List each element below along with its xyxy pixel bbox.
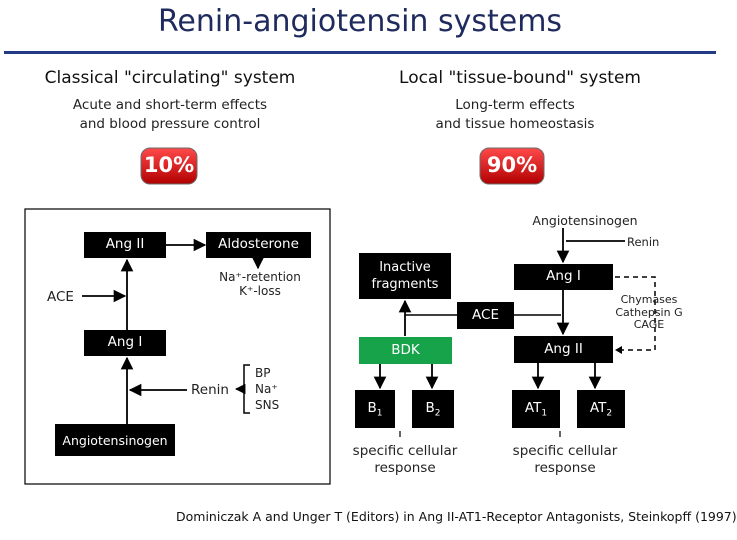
title-divider xyxy=(4,51,716,54)
bp-bracket xyxy=(243,364,250,414)
at2-sub: 2 xyxy=(606,408,613,419)
ace-box-right xyxy=(457,302,514,329)
ang2-box-left xyxy=(84,232,166,258)
classical-effects-line2: and blood pressure control xyxy=(79,116,261,132)
inactive-line1: Inactive xyxy=(379,260,431,275)
cathepsin-label: Cathepsin G xyxy=(615,305,683,319)
local-effects: Long-term effects and tissue homeostasis xyxy=(385,96,645,134)
classical-percent: 10% xyxy=(143,153,195,177)
b2-base: B xyxy=(425,400,435,416)
b1-base: B xyxy=(367,400,377,416)
bp-na-sns: BP Na⁺ SNS xyxy=(255,365,279,413)
bdk-box xyxy=(359,337,452,364)
response-left-line2: response xyxy=(374,460,436,476)
ang1-box-left xyxy=(84,330,166,356)
ang2-box-right xyxy=(514,336,613,363)
bp-label: BP xyxy=(255,366,271,380)
response-left-line1: specific cellular xyxy=(352,443,458,459)
ace-label-left: ACE xyxy=(47,289,74,305)
inactive-fragments-box xyxy=(359,253,451,299)
response-right-line2: response xyxy=(534,460,596,476)
at1-label: AT1 xyxy=(512,400,560,423)
inactive-line2: fragments xyxy=(371,277,439,292)
page-title: Renin-angiotensin systems xyxy=(157,4,563,39)
diagram-canvas xyxy=(24,147,656,485)
b1-label: B1 xyxy=(355,400,395,423)
at2-label: AT2 xyxy=(577,400,625,423)
ang1-box-right xyxy=(514,264,613,290)
at1-sub: 1 xyxy=(541,408,548,419)
local-effects-line1: Long-term effects xyxy=(455,97,575,113)
ang2-label-left: Ang II xyxy=(105,236,145,252)
aldosterone-label: Aldosterone xyxy=(218,236,299,252)
chymase-arrowhead xyxy=(615,346,622,354)
angiotensinogen-label-right: Angiotensinogen xyxy=(532,213,638,228)
at2-base: AT xyxy=(589,400,607,416)
response-right: specific cellular response xyxy=(495,443,635,477)
b1-box xyxy=(355,390,395,428)
cage-label: CAGE xyxy=(633,318,665,331)
na-label: Na⁺ xyxy=(255,382,278,396)
angiotensinogen-label-left: Angiotensinogen xyxy=(62,433,168,448)
chymase-dashed-path xyxy=(615,276,656,351)
b2-sub: 2 xyxy=(434,408,441,419)
k-loss-label: K⁺-loss xyxy=(239,284,281,298)
sns-label: SNS xyxy=(255,398,280,412)
classical-effects-line1: Acute and short-term effects xyxy=(72,97,268,113)
chymases-label: Chymases xyxy=(620,293,678,306)
local-percent: 90% xyxy=(486,153,538,177)
inactive-fragments-label: Inactive fragments xyxy=(359,259,451,293)
at2-box xyxy=(577,390,625,428)
b2-label: B2 xyxy=(412,400,454,423)
citation-footer: Dominiczak A and Unger T (Editors) in An… xyxy=(176,509,737,524)
ace-label-right: ACE xyxy=(472,307,499,323)
angiotensinogen-box-left xyxy=(55,424,175,456)
local-effects-line2: and tissue homeostasis xyxy=(435,116,595,132)
local-system-heading: Local "tissue-bound" system xyxy=(399,68,641,88)
at1-box xyxy=(512,390,560,428)
ang1-label-left: Ang I xyxy=(107,334,143,350)
response-right-line1: specific cellular xyxy=(512,443,618,459)
aldosterone-box xyxy=(206,232,311,258)
renin-label-left: Renin xyxy=(191,382,229,398)
b2-box xyxy=(412,390,454,428)
ang2-label-right: Ang II xyxy=(544,341,583,357)
classical-system-heading: Classical "circulating" system xyxy=(44,68,296,88)
classical-panel xyxy=(24,208,331,485)
na-retention-label: Na⁺-retention xyxy=(219,270,301,284)
classical-percent-box xyxy=(140,147,198,185)
response-left: specific cellular response xyxy=(335,443,475,477)
bdk-label: BDK xyxy=(391,342,420,358)
chymase-labels: Chymases Cathepsin G CAGE xyxy=(614,293,684,332)
ang1-label-right: Ang I xyxy=(546,268,581,284)
local-percent-box xyxy=(479,147,545,185)
at1-base: AT xyxy=(524,400,542,416)
classical-effects: Acute and short-term effects and blood p… xyxy=(40,96,300,134)
renin-label-right: Renin xyxy=(627,235,660,249)
b1-sub: 1 xyxy=(376,408,383,419)
electrolyte-effects: Na⁺-retention K⁺-loss xyxy=(205,270,315,298)
